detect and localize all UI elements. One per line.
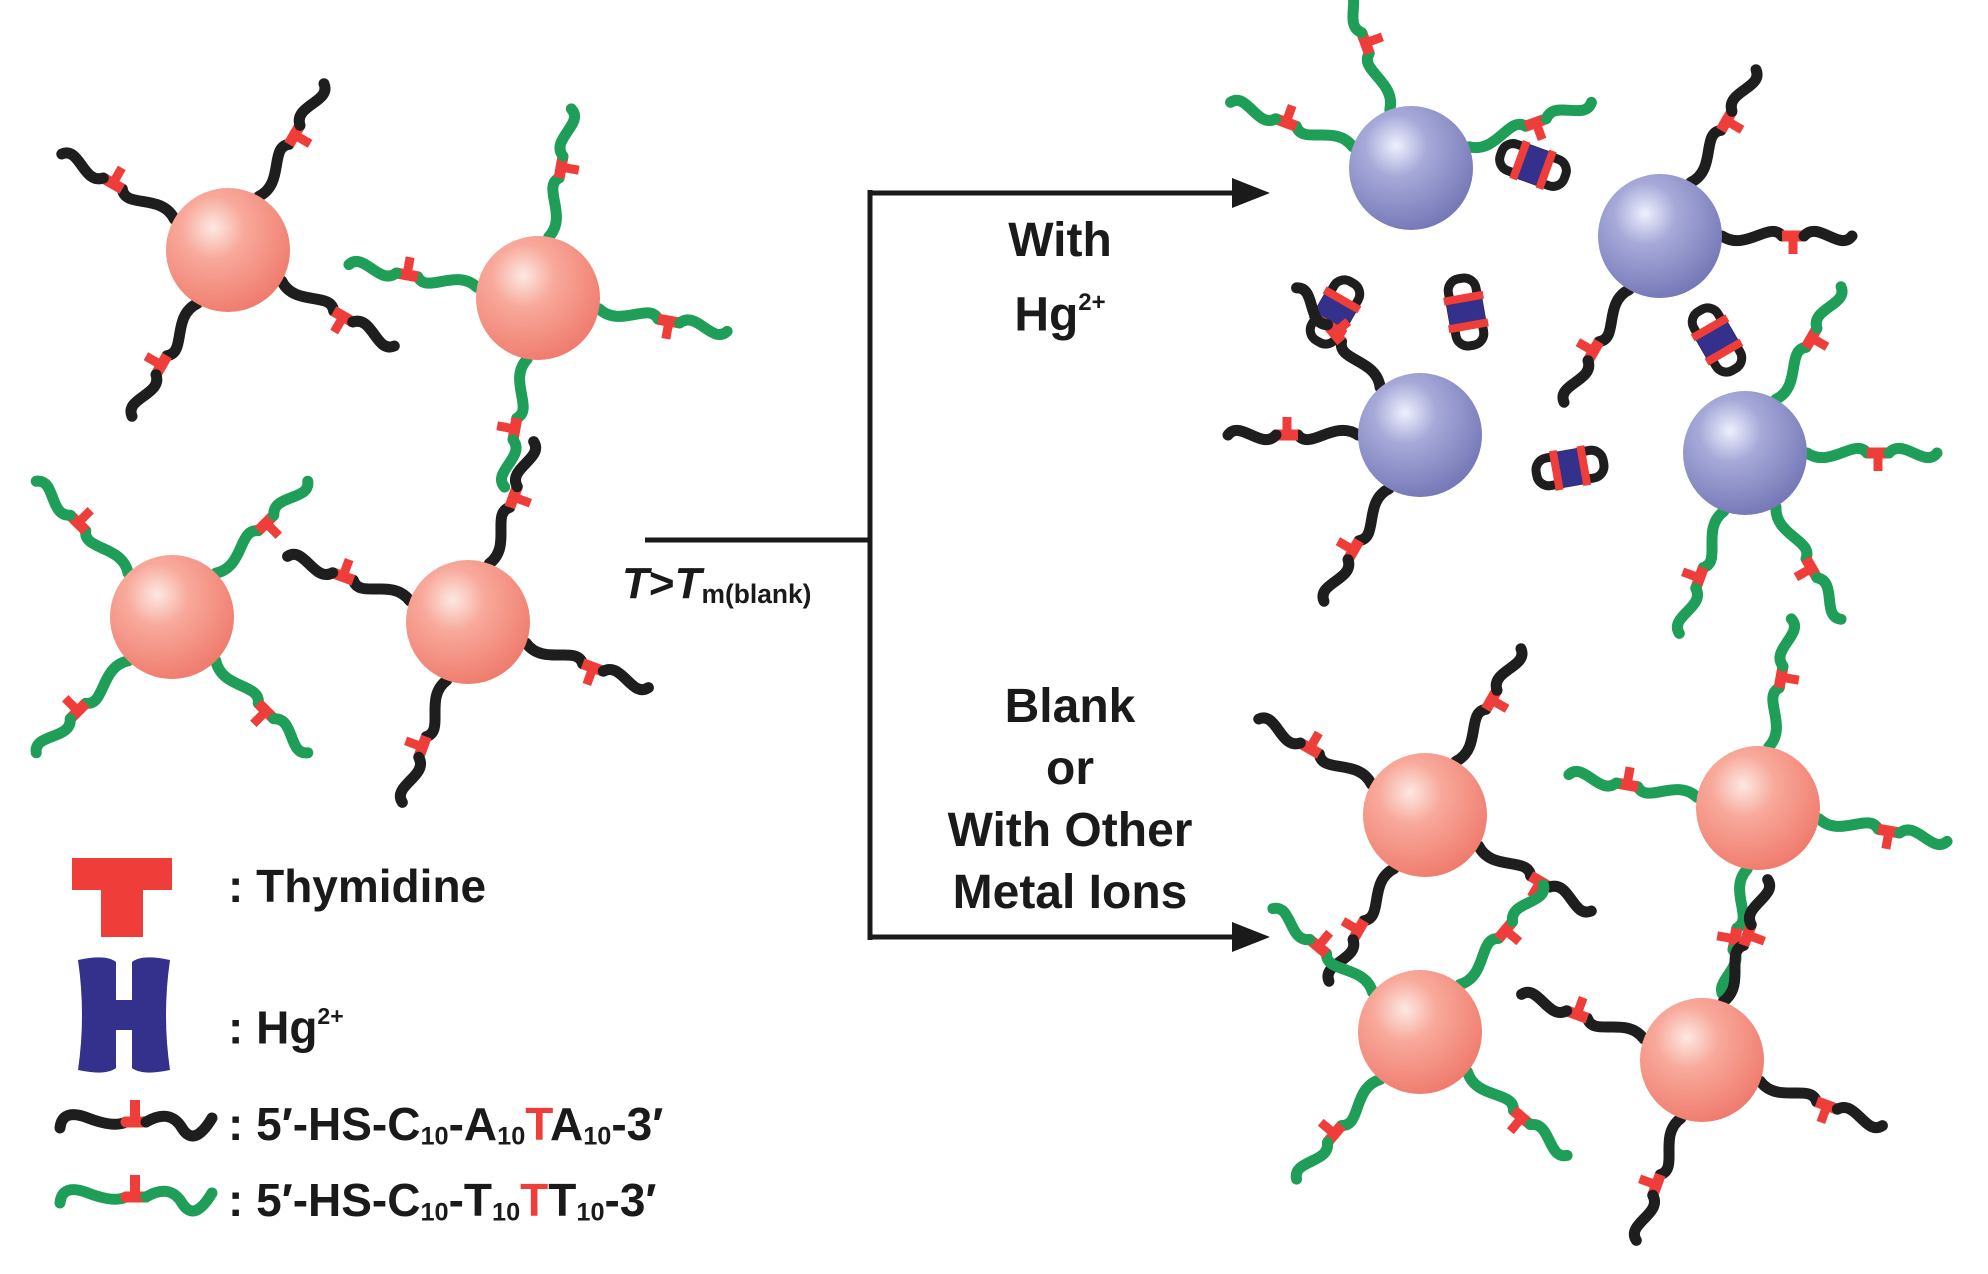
hg-bridge <box>1495 139 1571 191</box>
hg-icon <box>78 957 170 1073</box>
with-hg-label: With Hg2+ <box>1008 214 1112 342</box>
hg-bridge <box>1687 303 1747 377</box>
blank-label: Blank or With Other Metal Ions <box>947 680 1193 919</box>
np-left-4 <box>282 436 654 808</box>
legend-thymidine-text: : Thymidine <box>228 860 487 912</box>
arrow-icon <box>645 178 1270 952</box>
temperature-label: T>Tm(blank) <box>622 559 812 609</box>
np-agg-2 <box>1557 64 1858 408</box>
strand-a-icon <box>54 1100 218 1142</box>
np-blank-1 <box>1253 643 1597 987</box>
np-left-3 <box>30 475 314 759</box>
np-agg-4 <box>1671 281 1943 639</box>
np-left-2 <box>343 103 733 493</box>
hg-bridge <box>1531 445 1609 491</box>
legend-strand-a-text: : 5′-HS-C10-A10TA10-3′ <box>228 1098 664 1151</box>
hg-bridge <box>1443 273 1489 351</box>
legend-hg-text: : Hg2+ <box>228 1001 344 1054</box>
np-left-1 <box>56 78 400 422</box>
np-agg-3 <box>1222 282 1482 607</box>
np-blank-3 <box>1267 879 1573 1185</box>
nanoparticles <box>30 0 1953 1246</box>
strand-t-icon <box>54 1175 218 1217</box>
np-agg-1 <box>1225 0 1597 230</box>
thymidine-icon <box>72 858 172 937</box>
legend-strand-t-text: : 5′-HS-C10-T10TT10-3′ <box>228 1174 657 1227</box>
np-blank-4 <box>1516 874 1888 1246</box>
